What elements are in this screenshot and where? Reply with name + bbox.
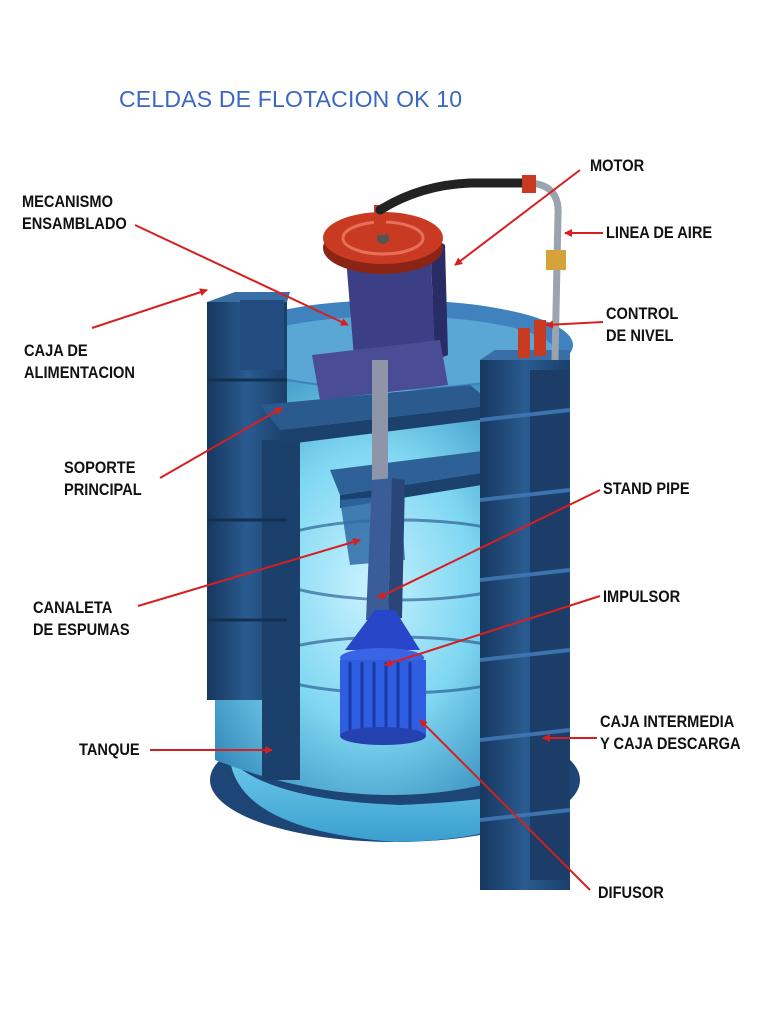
label-stand-pipe: STAND PIPE [603, 479, 690, 498]
stand-pipe [366, 478, 405, 620]
air-hose [375, 175, 566, 361]
leader-canaleta [137, 538, 361, 607]
label-motor: MOTOR [590, 156, 645, 175]
diagram-title: CELDAS DE FLOTACION OK 10 [119, 86, 463, 112]
leader-soporte [159, 407, 283, 479]
label-tanque: TANQUE [79, 740, 140, 759]
leader-mecanismo [134, 224, 349, 326]
leader-motor [454, 169, 581, 266]
feed-box [207, 292, 300, 780]
leader-difusor [419, 719, 591, 891]
leader-control-nivel [545, 320, 604, 329]
label-impulsor: IMPULSOR [603, 587, 681, 606]
label-difusor: DIFUSOR [598, 883, 664, 902]
impeller-diffuser [340, 610, 426, 745]
leader-caja-alimentacion [91, 288, 208, 329]
motor [323, 205, 443, 274]
leader-stand-pipe [377, 489, 601, 599]
leader-lines [91, 169, 604, 891]
level-control [518, 320, 546, 358]
label-linea-aire: LINEA DE AIRE [606, 223, 713, 242]
leader-impulsor [384, 595, 601, 667]
discharge-box [479, 350, 571, 890]
